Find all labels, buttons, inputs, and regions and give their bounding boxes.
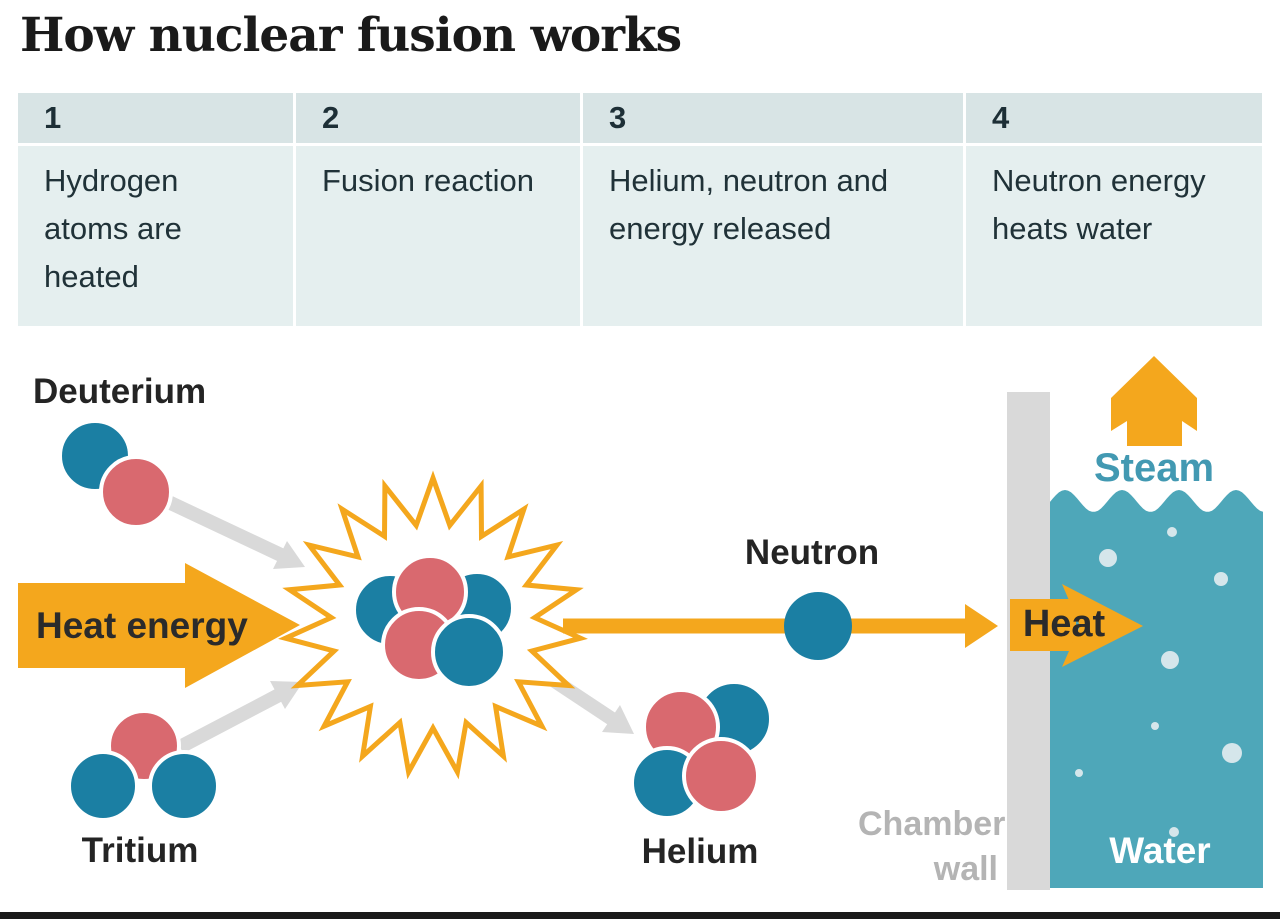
step-column-3: 3 Helium, neutron and energy released [580, 93, 963, 326]
neutron-particle [67, 750, 139, 822]
proton-particle [682, 737, 760, 815]
step-number: 2 [296, 93, 580, 143]
water-tank [1050, 490, 1263, 888]
bubble [1075, 769, 1083, 777]
bubble [1099, 549, 1117, 567]
chamber-wall-label: Chamber wall [858, 805, 1006, 888]
helium-atom [630, 680, 773, 820]
bubble [1161, 651, 1179, 669]
steps-table: 1 Hydrogen atoms are heated 2 Fusion rea… [18, 93, 1262, 326]
water-bubbles [1075, 527, 1242, 837]
neutron-label: Neutron [744, 533, 880, 572]
helium-label: Helium [641, 832, 759, 871]
neutron-path-arrow [563, 604, 998, 648]
heat-transfer-arrow [1010, 584, 1143, 667]
bubble [1167, 527, 1177, 537]
step-column-2: 2 Fusion reaction [293, 93, 580, 326]
step-column-4: 4 Neutron energy heats water [963, 93, 1262, 326]
page-title: How nuclear fusion works [20, 8, 682, 63]
bottom-rule [0, 912, 1280, 919]
neutron-particle-moving [784, 592, 852, 660]
tritium-motion-arrow [176, 681, 303, 754]
step-text: Neutron energy heats water [966, 146, 1262, 326]
proton-particle [99, 455, 173, 529]
neutron-particle [148, 750, 220, 822]
step-text: Helium, neutron and energy released [583, 146, 963, 326]
step-text: Fusion reaction [296, 146, 580, 326]
tritium-label: Tritium [81, 831, 199, 870]
steam-arrow [1111, 356, 1197, 446]
step-column-1: 1 Hydrogen atoms are heated [18, 93, 293, 326]
heat-energy-arrow [18, 563, 300, 688]
bubble [1151, 722, 1159, 730]
heat-energy-label: Heat energy [36, 605, 248, 646]
bubble [1222, 743, 1242, 763]
steam-label: Steam [1093, 446, 1215, 490]
step-text: Hydrogen atoms are heated [18, 146, 293, 326]
step-number: 3 [583, 93, 963, 143]
tritium-atom [67, 709, 220, 822]
water-label: Water [1109, 830, 1211, 871]
deuterium-label: Deuterium [33, 372, 207, 411]
deuterium-atom [58, 419, 173, 529]
heat-label: Heat [1022, 603, 1106, 645]
bubble [1214, 572, 1228, 586]
step-number: 4 [966, 93, 1262, 143]
neutron-particle [431, 614, 507, 690]
step-number: 1 [18, 93, 293, 143]
fused-nucleus-cluster [352, 554, 515, 690]
bubble [1169, 827, 1179, 837]
deuterium-motion-arrow [157, 491, 305, 569]
